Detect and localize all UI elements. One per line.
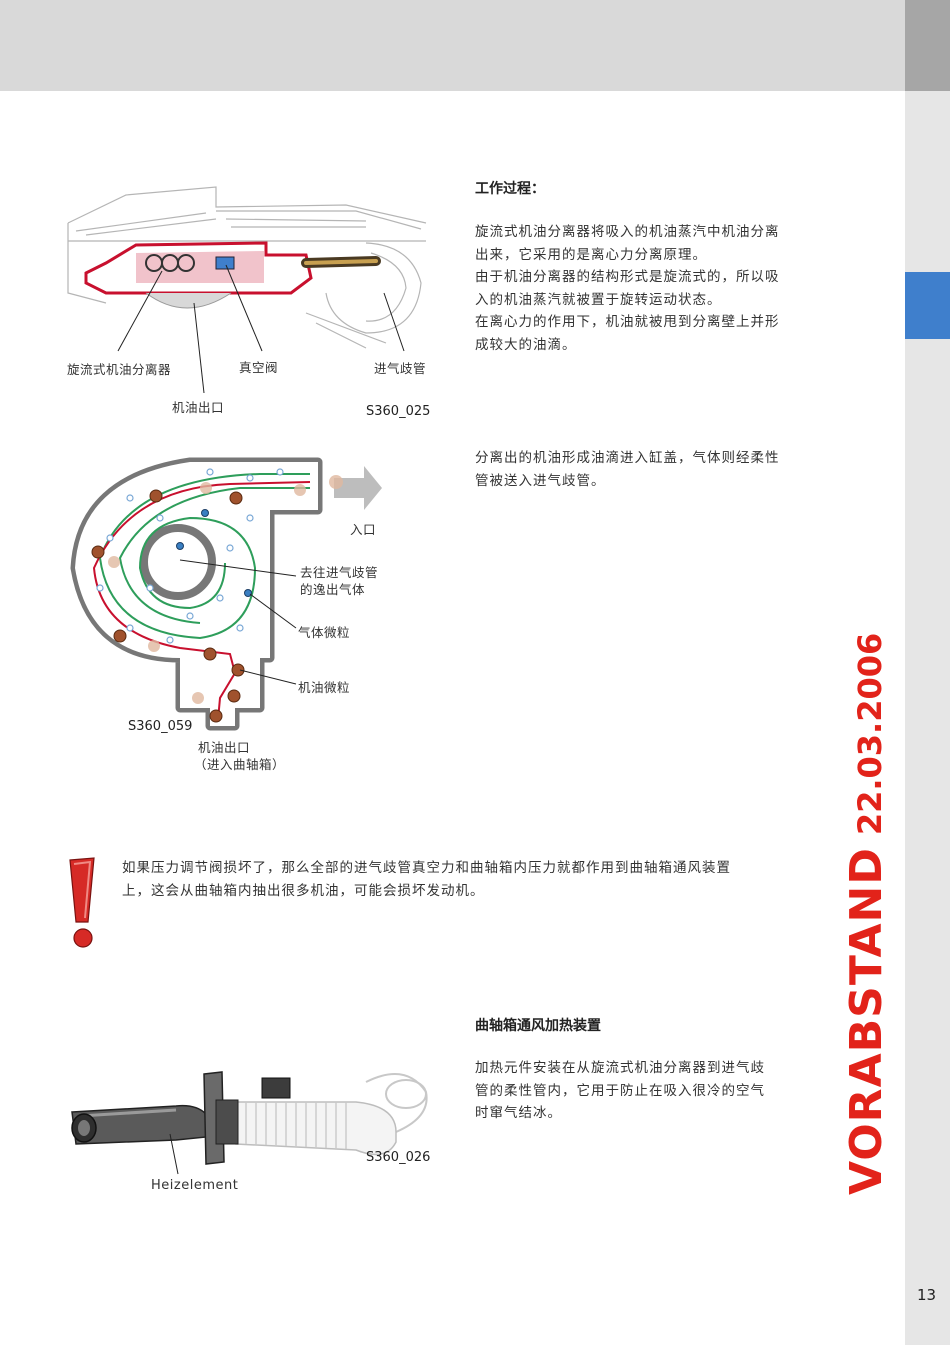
label-gas-to-manifold-line2: 的逸出气体 xyxy=(300,582,366,597)
watermark-text: VORABSTAND xyxy=(841,847,892,1195)
text-line: 分离出的机油形成油滴进入缸盖，气体则经柔性 xyxy=(475,450,780,466)
right-margin-top-block xyxy=(905,0,950,91)
text-line: 入的机油蒸汽就被置于旋转运动状态。 xyxy=(475,291,722,308)
top-header-bar xyxy=(0,0,905,91)
label-gas-particles: 气体微粒 xyxy=(298,625,351,640)
label-gas-to-manifold-line1: 去往进气歧管 xyxy=(300,565,379,580)
label-cyclone-separator: 旋流式机油分离器 xyxy=(67,362,172,377)
heading-crankcase-heater: 曲轴箱通风加热装置 xyxy=(475,1018,601,1034)
text-line: 成较大的油滴。 xyxy=(475,336,577,353)
figure-engine-cutaway xyxy=(67,186,427,394)
text-line: 在离心力的作用下，机油就被甩到分离壁上并形 xyxy=(475,314,780,330)
text-line: 管被送入进气歧管。 xyxy=(475,472,606,489)
right-margin-bar xyxy=(905,0,950,1345)
text-line: 管的柔性管内，它用于防止在吸入很冷的空气 xyxy=(475,1082,765,1099)
label-inlet: 入口 xyxy=(350,522,377,537)
text-line: 由于机油分离器的结构形式是旋流式的，所以吸 xyxy=(475,269,780,285)
figure-id-s360-059: S360_059 xyxy=(128,719,193,734)
figure-cyclone-diagram xyxy=(70,457,382,731)
text-line: 时窜气结冰。 xyxy=(475,1105,562,1121)
watermark-date: 22.03.2006 xyxy=(851,632,889,836)
chapter-marker-tab xyxy=(905,272,950,339)
paragraph-crankcase-heater: 加热元件安装在从旋流式机油分离器到进气歧 管的柔性管内，它用于防止在吸入很冷的空… xyxy=(475,1057,765,1125)
heading-working-process: 工作过程： xyxy=(475,181,545,197)
label-heating-element: Heizelement xyxy=(151,1178,239,1193)
text-line: 出来，它采用的是离心力分离原理。 xyxy=(475,246,707,263)
figure-id-s360-025: S360_025 xyxy=(366,404,431,419)
label-vacuum-valve: 真空阀 xyxy=(239,360,279,375)
text-line: 如果压力调节阀损坏了，那么全部的进气歧管真空力和曲轴箱内压力就都作用到曲轴箱通风… xyxy=(122,860,731,876)
label-oil-outlet-crankcase-line1: 机油出口 xyxy=(198,740,251,755)
label-oil-particles: 机油微粒 xyxy=(298,680,351,695)
figure-id-s360-026: S360_026 xyxy=(366,1150,431,1165)
warning-text: 如果压力调节阀损坏了，那么全部的进气歧管真空力和曲轴箱内压力就都作用到曲轴箱通风… xyxy=(122,857,822,902)
paragraph-working-process: 旋流式机油分离器将吸入的机油蒸汽中机油分离 出来，它采用的是离心力分离原理。 由… xyxy=(475,221,780,356)
text-line: 旋流式机油分离器将吸入的机油蒸汽中机油分离 xyxy=(475,224,780,240)
label-intake-manifold: 进气歧管 xyxy=(374,361,427,376)
paragraph-separation: 分离出的机油形成油滴进入缸盖，气体则经柔性 管被送入进气歧管。 xyxy=(475,447,780,492)
exclamation-warning-icon xyxy=(69,857,95,948)
text-line: 上，这会从曲轴箱内抽出很多机油，可能会损坏发动机。 xyxy=(122,882,485,899)
text-line: 加热元件安装在从旋流式机油分离器到进气歧 xyxy=(475,1060,765,1076)
figure-heater-hose xyxy=(71,1071,428,1175)
label-oil-outlet-crankcase-line2: （进入曲轴箱） xyxy=(194,757,286,772)
label-oil-outlet: 机油出口 xyxy=(172,400,225,415)
page-number: 13 xyxy=(917,1286,937,1304)
draft-watermark: VORABSTAND 22.03.2006 xyxy=(841,633,892,1195)
